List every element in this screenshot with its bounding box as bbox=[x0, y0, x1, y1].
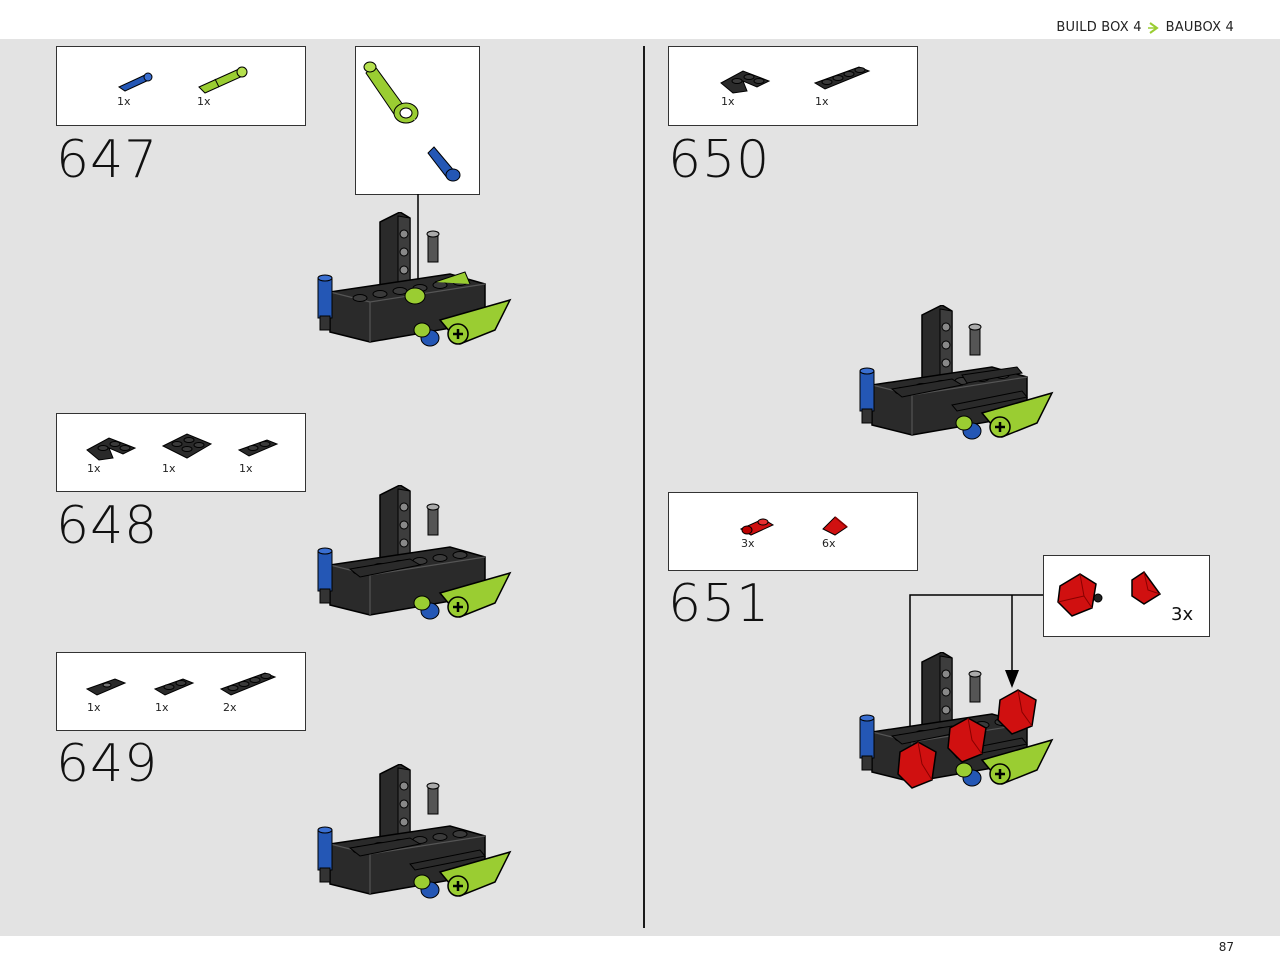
page-header: BUILD BOX 4 BAUBOX 4 bbox=[0, 0, 1280, 39]
part-qty: 1x bbox=[87, 701, 101, 714]
step-number-649: 649 bbox=[56, 734, 159, 794]
parts-list-648: 1x 1x 1x bbox=[56, 413, 306, 492]
blue-pin-icon bbox=[117, 72, 153, 92]
parts-list-650: 1x 1x bbox=[668, 46, 918, 126]
dark-1x2-tile-icon bbox=[153, 678, 195, 696]
step-number-648: 648 bbox=[56, 496, 159, 556]
step-number-647: 647 bbox=[56, 130, 159, 190]
parts-list-651: 3x 6x bbox=[668, 492, 918, 571]
parts-list-649: 1x 1x 2x bbox=[56, 652, 306, 731]
breadcrumb-build-box: BUILD BOX 4 bbox=[1056, 20, 1142, 35]
assembly-model-647 bbox=[316, 212, 512, 348]
step-number-651: 651 bbox=[668, 574, 771, 634]
red-sub-assembly-icon bbox=[1057, 570, 1162, 617]
assembly-model-651 bbox=[858, 652, 1054, 789]
part-qty: 1x bbox=[721, 95, 735, 108]
lime-axle-pin-icon bbox=[198, 66, 248, 94]
dark-2x2-plate-icon bbox=[161, 433, 213, 459]
part-qty: 1x bbox=[155, 701, 169, 714]
part-qty: 1x bbox=[815, 95, 829, 108]
dark-corner-plate-icon bbox=[86, 437, 137, 461]
pin-assembly-icon bbox=[363, 61, 461, 182]
part-qty: 1x bbox=[162, 462, 176, 475]
dark-1x2-plate-icon bbox=[237, 439, 279, 457]
breadcrumb: BUILD BOX 4 BAUBOX 4 bbox=[1056, 20, 1234, 35]
page-footer bbox=[0, 936, 1280, 974]
callout-647 bbox=[355, 46, 480, 195]
assembly-model-648 bbox=[316, 485, 512, 621]
dark-1x4-plate-icon bbox=[813, 66, 871, 90]
part-qty: 3x bbox=[741, 537, 755, 550]
column-divider bbox=[643, 46, 645, 928]
part-qty: 6x bbox=[822, 537, 836, 550]
part-qty: 1x bbox=[87, 462, 101, 475]
part-qty: 1x bbox=[197, 95, 211, 108]
callout-qty: 3x bbox=[1171, 604, 1194, 625]
callout-651: 3x bbox=[1043, 555, 1210, 637]
part-qty: 2x bbox=[223, 701, 237, 714]
dark-1x4-plate-icon bbox=[219, 672, 277, 696]
chevron-right-icon bbox=[1147, 21, 1159, 34]
parts-list-647: 1x 1x bbox=[56, 46, 306, 126]
part-qty: 1x bbox=[239, 462, 253, 475]
page-number: 87 bbox=[1218, 940, 1234, 954]
dark-corner-plate-icon bbox=[720, 70, 771, 94]
dark-1x2-tile-icon bbox=[85, 678, 127, 696]
breadcrumb-baubox: BAUBOX 4 bbox=[1165, 20, 1234, 35]
red-slope-icon bbox=[822, 516, 848, 536]
assembly-model-649 bbox=[316, 764, 512, 900]
assembly-model-650 bbox=[858, 305, 1054, 441]
part-qty: 1x bbox=[117, 95, 131, 108]
step-number-650: 650 bbox=[668, 130, 771, 190]
red-clip-plate-icon bbox=[739, 518, 775, 536]
